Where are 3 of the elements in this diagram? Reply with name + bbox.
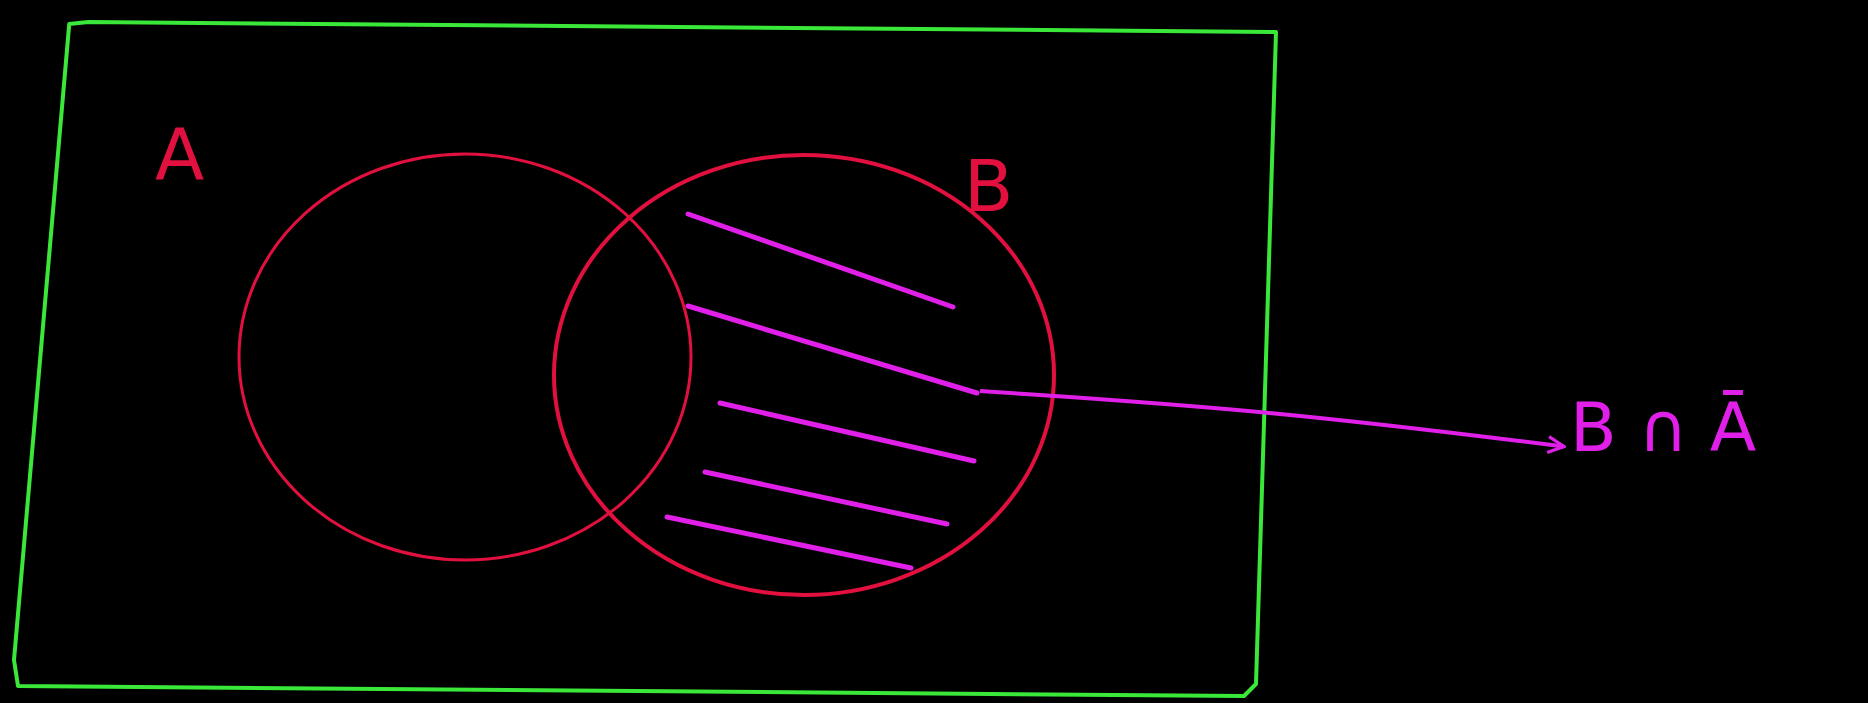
set-label: B: [964, 150, 1014, 222]
set-label: A: [155, 118, 205, 190]
arrow: [979, 389, 1566, 455]
